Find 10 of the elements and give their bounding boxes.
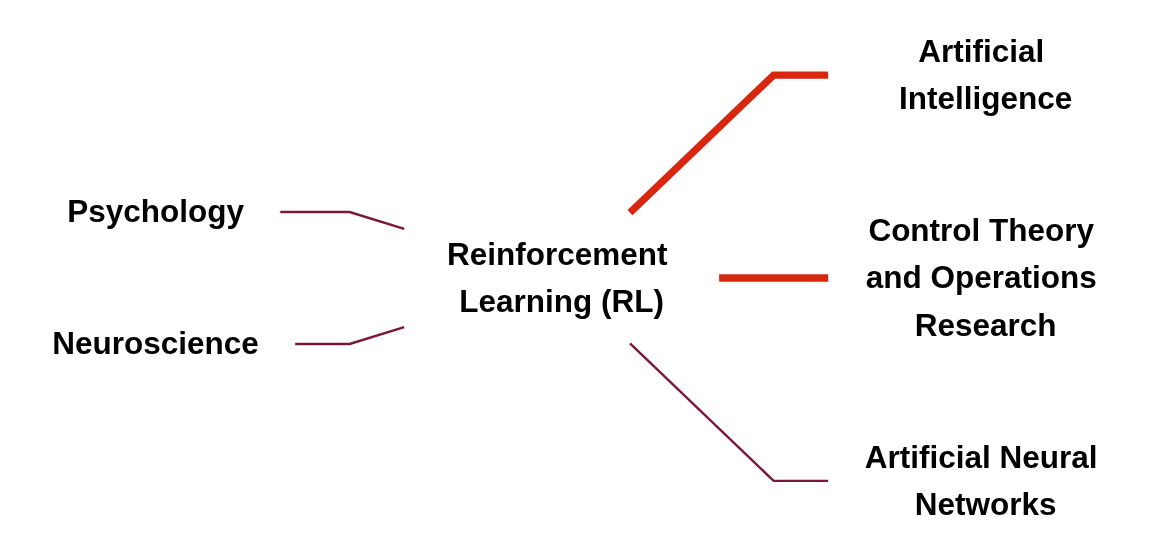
node-text: Control Theory and Operations Research xyxy=(865,211,1097,343)
connector xyxy=(280,210,405,231)
node-text: Artificial Neural Networks xyxy=(864,438,1098,523)
connector xyxy=(295,325,405,346)
node-text: Reinforcement Learning (RL) xyxy=(447,235,668,320)
node-text: Psychology xyxy=(67,193,244,230)
node-text: Artificial Intelligence xyxy=(898,32,1073,117)
connector xyxy=(629,342,829,483)
node-text: Neuroscience xyxy=(52,325,259,362)
connector xyxy=(627,71,829,216)
